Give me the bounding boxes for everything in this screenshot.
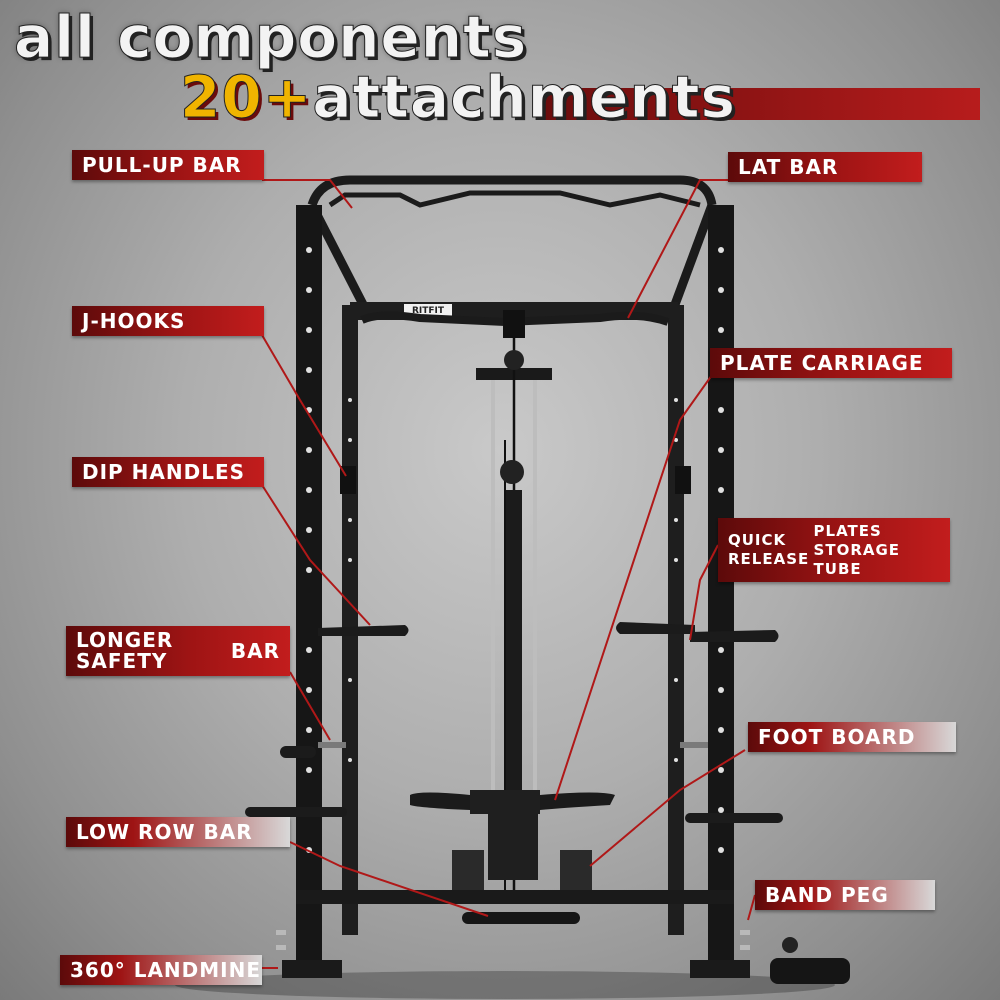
dip-handle-left: [318, 625, 409, 636]
label-longer-safety-bar: LONGER SAFETY BAR: [66, 626, 290, 676]
leader-lines: [261, 179, 756, 969]
label-longer-safety-line-1: LONGER SAFETY: [76, 628, 174, 673]
headline-line-1: all components: [13, 3, 528, 71]
label-dip-handles: DIP HANDLES: [72, 457, 264, 487]
rear-right-upright: [668, 305, 684, 935]
label-longer-safety-line-2: BAR: [230, 638, 280, 663]
label-quick-release: QUICK RELEASE PLATES STORAGE TUBE: [718, 518, 950, 583]
lat-bar-shape: [360, 311, 670, 327]
front-right-upright: [708, 205, 734, 975]
low-row-bar-shape: [462, 912, 580, 924]
label-lat-bar: LAT BAR: [728, 152, 922, 182]
label-plate-carriage: PLATE CARRIAGE: [710, 348, 952, 378]
foot-board-right: [560, 850, 592, 890]
headline-line-2-text: attachments: [312, 63, 737, 131]
plate-carriage-shape: [506, 490, 522, 790]
rear-left-upright: [342, 305, 358, 935]
headline-line-2: 20+attachments: [179, 68, 736, 127]
headline-accent: 20+: [179, 63, 313, 131]
front-left-upright: [296, 205, 322, 975]
brand-plate: [404, 304, 452, 316]
label-landmine: 360° LANDMINE: [60, 955, 262, 985]
label-pull-up-bar: PULL-UP BAR: [72, 150, 264, 180]
pull-up-bar-shape: [307, 175, 717, 207]
landmine-shape: [770, 958, 850, 984]
label-band-peg: BAND PEG: [755, 880, 935, 910]
label-foot-board: FOOT BOARD: [748, 722, 956, 752]
foot-board-left: [452, 850, 484, 890]
label-quick-release-line-1: QUICK RELEASE: [728, 531, 810, 569]
j-hook-right: [675, 466, 691, 494]
dip-handle-right: [616, 622, 695, 634]
brand-logo-text: RITFIT: [412, 306, 445, 316]
label-low-row-bar: LOW ROW BAR: [66, 817, 290, 847]
label-quick-release-line-2: PLATES STORAGE TUBE: [813, 522, 901, 578]
upright-holes: [306, 247, 724, 853]
label-j-hooks: J-HOOKS: [72, 306, 264, 336]
headline-band: [540, 88, 980, 120]
